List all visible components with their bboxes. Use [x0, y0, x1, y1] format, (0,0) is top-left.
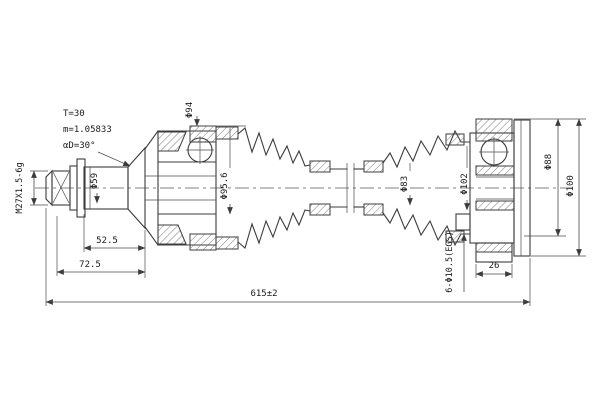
holes-note-label: 6-Φ10.5(EGS) — [445, 231, 455, 292]
spline-teeth-label: T=30 — [63, 109, 85, 119]
outboard-joint-housing — [144, 125, 217, 251]
dim-52-5-label: 52.5 — [96, 236, 118, 246]
thread-label: M27X1.5-6g — [15, 162, 25, 213]
dim-phi88-label: Φ88 — [544, 154, 554, 170]
dim-phi102: Φ102 — [460, 146, 470, 211]
output-flange — [513, 119, 531, 257]
dim-phi95-6-label: Φ95.6 — [220, 172, 230, 199]
outboard-boot — [215, 126, 331, 250]
dim-phi102-label: Φ102 — [460, 173, 470, 195]
dim-phi94-label: Φ94 — [185, 102, 195, 118]
dim-phi83-label: Φ83 — [400, 176, 410, 192]
dim-phi59-label: Φ59 — [90, 173, 100, 189]
dim-72-5-label: 72.5 — [79, 260, 101, 270]
threaded-stub — [45, 158, 86, 218]
dim-phi83: Φ83 — [400, 163, 413, 206]
dim-phi94: Φ94 — [185, 102, 200, 127]
dim-26-label: 26 — [489, 261, 500, 271]
inboard-boot — [363, 129, 471, 247]
dim-phi88: Φ88 — [514, 118, 586, 237]
shaft-break — [329, 163, 365, 213]
spline-angle-label: αD=30° — [63, 141, 96, 151]
inboard-joint — [455, 118, 531, 263]
thread-dimension: M27X1.5-6g — [15, 162, 48, 214]
dim-phi95-6: Φ95.6 — [198, 125, 246, 215]
spline-spec-block: T=30 m=1.05833 αD=30° — [63, 109, 131, 167]
dim-phi100: Φ100 — [531, 118, 586, 257]
dim-phi100-label: Φ100 — [566, 175, 576, 197]
spline-module-label: m=1.05833 — [63, 125, 112, 135]
length-dimensions: 52.5 72.5 615±2 26 — [45, 208, 531, 306]
dim-total-length-label: 615±2 — [250, 289, 277, 299]
spline-section — [127, 146, 146, 230]
bolt-holes-note: 6-Φ10.5(EGS) — [445, 231, 467, 293]
